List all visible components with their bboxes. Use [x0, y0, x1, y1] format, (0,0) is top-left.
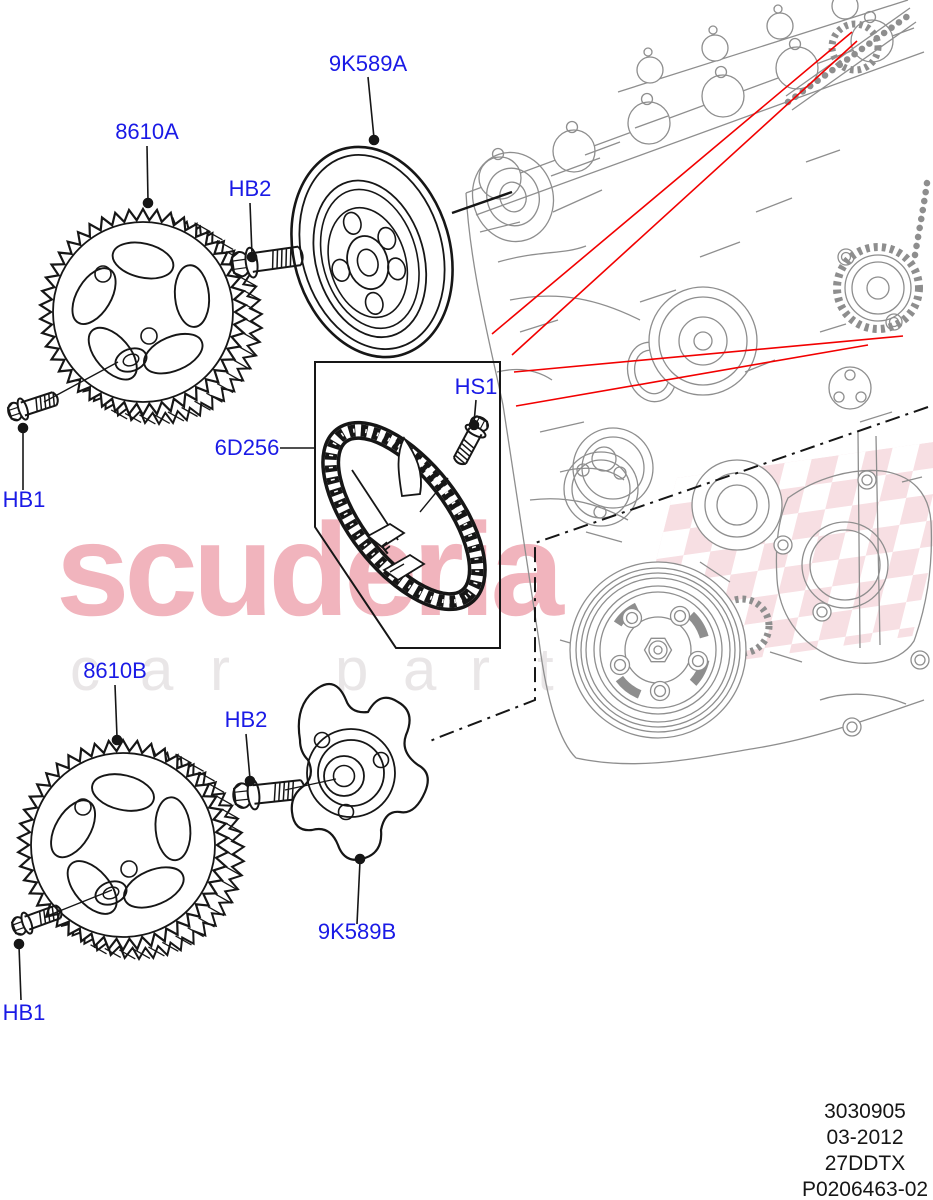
watermark-letter: r — [210, 636, 230, 703]
doc-info-block: 3030905 03-2012 27DDTX P0206463-02 — [802, 1100, 928, 1200]
callout-hb1-top: HB1 — [3, 487, 46, 512]
bolt-hb1-top-drawing — [6, 391, 59, 422]
watermark-letter: c — [70, 636, 100, 703]
doc-date: 03-2012 — [826, 1126, 903, 1149]
doc-engine-code: 27DDTX — [825, 1152, 906, 1175]
callout-8610a: 8610A — [115, 119, 179, 144]
callout-6d256: 6D256 — [215, 435, 280, 460]
callout-hb2-bottom: HB2 — [225, 707, 268, 732]
bolt-hb1-bottom-drawing — [10, 904, 63, 936]
engine-line-art — [427, 0, 933, 765]
timing-gear-8610a-drawing — [37, 206, 264, 427]
exploded-parts-drawing: F — [43, 145, 501, 917]
dash-dot-locator-line — [427, 406, 929, 743]
callout-8610b: 8610B — [83, 658, 147, 683]
camshaft-pulley-9k589a-drawing — [290, 145, 454, 359]
crank-pulley-drawing — [569, 561, 747, 739]
watermark-letter: a — [140, 636, 174, 703]
timing-gear-8610b-drawing — [15, 737, 246, 962]
timing-gears-drawing — [15, 206, 264, 962]
watermark-letter: r — [470, 636, 490, 703]
camshaft-axis-line — [451, 190, 513, 215]
doc-drawing-number: P0206463-02 — [802, 1178, 928, 1200]
callout-hs1: HS1 — [455, 374, 498, 399]
camshaft-plate-9k589b-drawing — [284, 682, 429, 861]
fastener-bolts-drawing — [6, 245, 489, 936]
doc-sheet-number: 3030905 — [824, 1100, 906, 1123]
red-locator-lines — [491, 31, 904, 407]
chain-detail-box — [314, 361, 501, 649]
callout-leader-lines — [13, 76, 480, 1001]
callout-9k589a: 9K589A — [329, 51, 408, 76]
callout-9k589b: 9K589B — [318, 919, 396, 944]
callout-hb1-bottom: HB1 — [3, 1000, 46, 1025]
callout-hb2-top: HB2 — [229, 176, 272, 201]
watermark-letter: a — [403, 636, 437, 703]
